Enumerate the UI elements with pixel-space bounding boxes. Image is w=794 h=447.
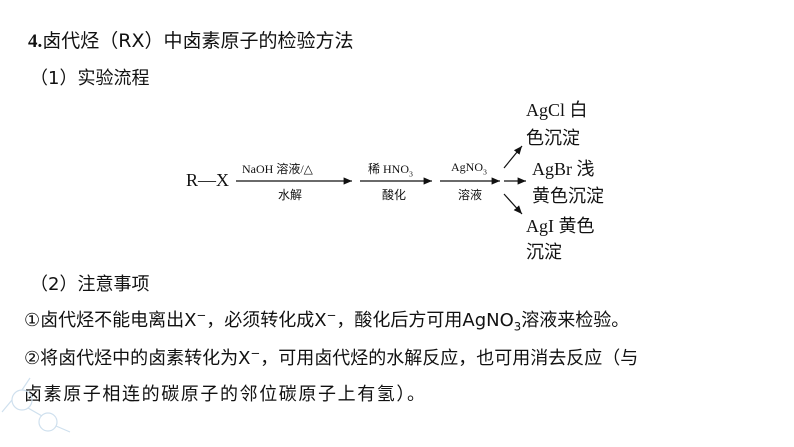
product-agbr-line1: AgBr 浅 [532,159,595,179]
note-2: ②将卤代烃中的卤素转化为X−，可用卤代烃的水解反应，也可用消去反应（与 [24,346,639,369]
heading-text: 卤代烃（RX）中卤素原子的检验方法 [42,30,354,52]
watermark-molecule-icon [1,377,71,433]
step3-label: 溶液 [458,188,483,202]
product-agi-line1: AgI 黄色 [526,216,595,236]
step2-label: 酸化 [382,188,407,202]
subsection-notes: （2）注意事项 [30,274,150,295]
subsection-experiment-flow: （1）实验流程 [30,68,150,89]
step2-reagent: 稀 HNO3 [368,162,413,179]
section-heading: 4.卤代烃（RX）中卤素原子的检验方法 [28,26,353,53]
heading-number: 4. [28,31,43,52]
step1-reagent: NaOH 溶液/△ [242,162,313,176]
step1-label: 水解 [278,188,303,202]
arrow-to-agi [503,193,523,215]
reactant-rx: R—X [186,170,230,190]
product-agcl-line1: AgCl 白 [526,100,588,120]
step3-reagent: AgNO3 [451,160,487,177]
arrow-to-agcl [503,145,523,169]
product-agbr-line2: 黄色沉淀 [532,186,604,207]
note-2-continued: 卤素原子相连的碳原子的邻位碳原子上有氢）。 [24,384,427,405]
note-1: ①卤代烃不能电离出X−，必须转化成X−，酸化后方可用AgNO3溶液来检验。 [24,308,630,334]
product-agcl-line2: 色沉淀 [526,128,580,149]
product-agi-line2: 沉淀 [526,242,562,263]
